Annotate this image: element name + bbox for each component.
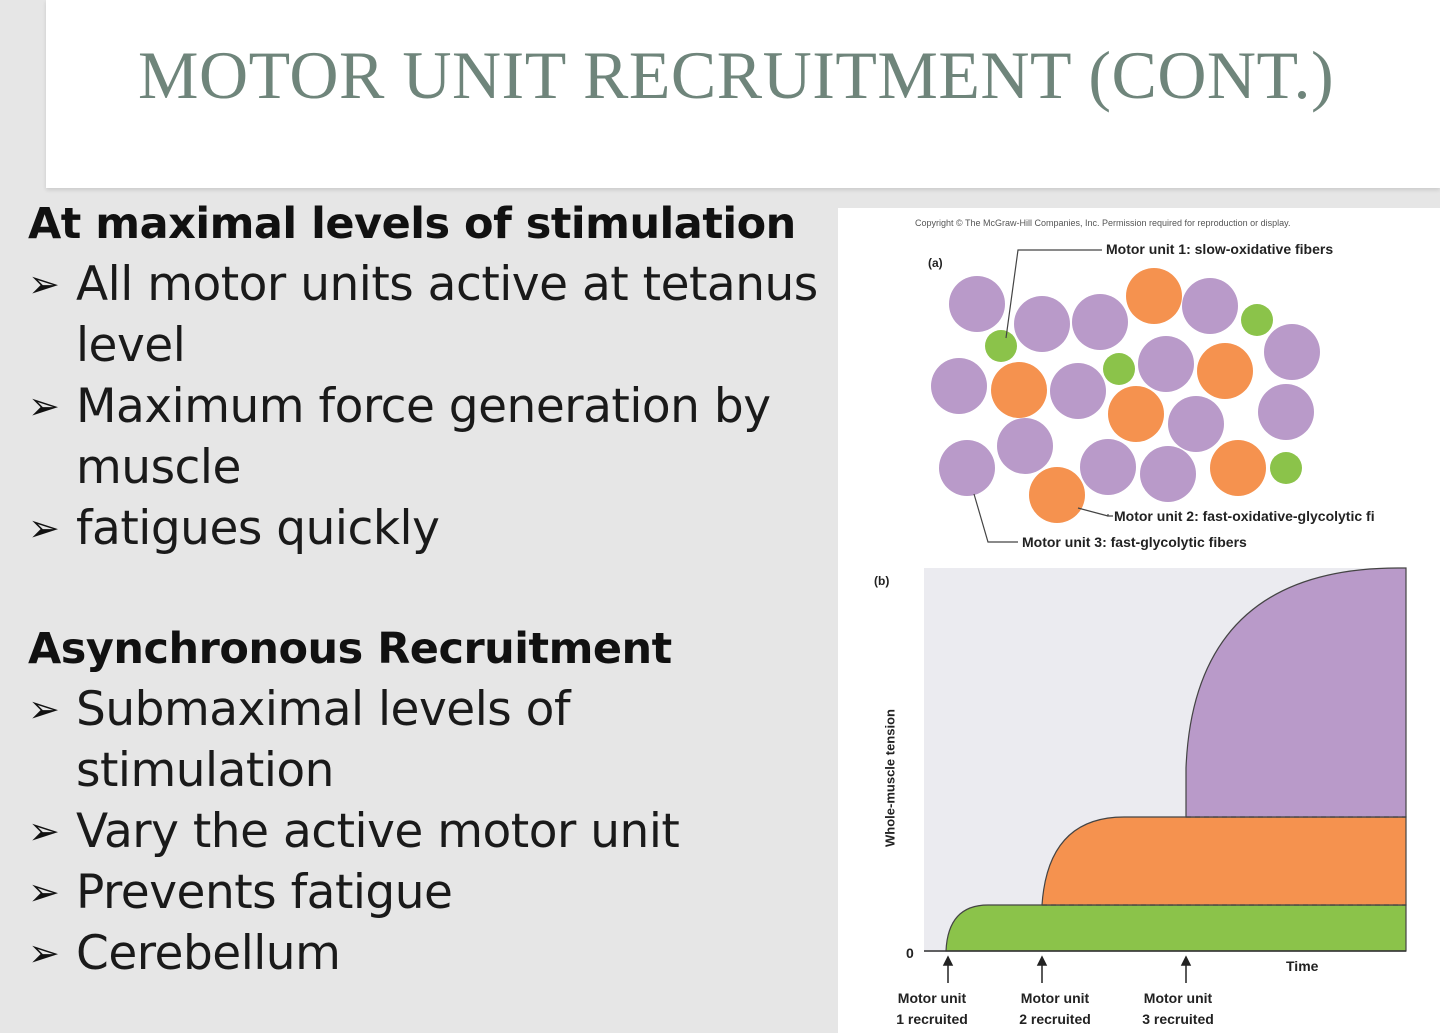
motor-unit-figure: Copyright © The McGraw-Hill Companies, I… (838, 208, 1440, 1033)
unit2-leader-line (1107, 514, 1113, 517)
recruit-label-line: 2 recruited (1019, 1011, 1091, 1027)
unit2-leader-line (1077, 507, 1109, 517)
list-item: ➢ All motor units active at tetanus level (28, 254, 828, 376)
slow-oxidative-fiber (1103, 353, 1135, 385)
fast-glycolytic-fiber (1014, 296, 1070, 352)
recruit-label-line: 1 recruited (896, 1011, 968, 1027)
unit3-arrowhead (1180, 955, 1192, 966)
arrow-bullet-icon: ➢ (28, 870, 60, 914)
bullet-text: fatigues quickly (76, 501, 440, 556)
zero-label: 0 (906, 945, 914, 961)
title-box: MOTOR UNIT RECRUITMENT (CONT.) (46, 0, 1440, 188)
fast-oxidative-glycolytic-fiber (1126, 268, 1182, 324)
arrow-bullet-icon: ➢ (28, 384, 60, 428)
arrow-bullet-icon: ➢ (28, 506, 60, 550)
list-item: ➢ Vary the active motor unit (28, 801, 828, 862)
arrow-bullet-icon: ➢ (28, 931, 60, 975)
unit2-label: Motor unit 2: fast-oxidative-glycolytic … (1114, 508, 1375, 524)
recruit-arrows (942, 955, 1192, 983)
fast-glycolytic-fiber (1258, 384, 1314, 440)
unit2-recruited-label: Motor unit 2 recruited (1000, 988, 1110, 1030)
fiber-cross-section (931, 268, 1320, 523)
recruit-label-line: 3 recruited (1142, 1011, 1214, 1027)
fast-glycolytic-fiber (1050, 363, 1106, 419)
tension-graph (924, 567, 1407, 983)
fast-glycolytic-fiber (931, 358, 987, 414)
unit2-tension-area (1041, 816, 1407, 906)
list-item: ➢ fatigues quickly (28, 498, 828, 559)
bullet-list-asynchronous: ➢ Submaximal levels of stimulation ➢ Vary … (28, 679, 828, 984)
x-axis-label: Time (1286, 958, 1319, 974)
unit1-leader-line (1005, 249, 1102, 339)
slow-oxidative-fiber (985, 330, 1017, 362)
fast-oxidative-glycolytic-fiber (991, 362, 1047, 418)
fast-glycolytic-fiber (949, 276, 1005, 332)
bullet-text: Prevents fatigue (76, 865, 453, 920)
list-item: ➢ Cerebellum (28, 923, 828, 984)
recruit-label-line: Motor unit (1143, 990, 1213, 1006)
arrow-bullet-icon: ➢ (28, 687, 60, 731)
bullet-content: At maximal levels of stimulation ➢ All mo… (28, 194, 828, 984)
slow-oxidative-fiber (1270, 452, 1302, 484)
fast-glycolytic-fiber (1138, 336, 1194, 392)
fast-oxidative-glycolytic-fiber (1210, 440, 1266, 496)
unit3-tension-area (1185, 567, 1407, 818)
fast-glycolytic-fiber (1080, 439, 1136, 495)
list-item: ➢ Prevents fatigue (28, 862, 828, 923)
section-heading-asynchronous: Asynchronous Recruitment (28, 624, 672, 674)
fast-glycolytic-fiber (1182, 278, 1238, 334)
fast-oxidative-glycolytic-fiber (1197, 343, 1253, 399)
bullet-text: Maximum force generation by muscle (76, 379, 771, 495)
bullet-text: All motor units active at tetanus level (76, 257, 818, 373)
fast-glycolytic-fiber (1072, 294, 1128, 350)
unit3-leader-line (973, 493, 1018, 543)
fast-glycolytic-fiber (1140, 446, 1196, 502)
panel-a-label: (a) (928, 256, 943, 270)
section-heading-maximal: At maximal levels of stimulation (28, 199, 796, 249)
unit3-label: Motor unit 3: fast-glycolytic fibers (1022, 534, 1247, 550)
figure-graphics (924, 249, 1407, 983)
recruit-label-line: Motor unit (1020, 990, 1090, 1006)
unit1-tension-area (945, 904, 1407, 952)
y-axis-label: Whole-muscle tension (882, 709, 898, 847)
section-spacer (28, 559, 828, 619)
arrow-bullet-icon: ➢ (28, 262, 60, 306)
unit1-label: Motor unit 1: slow-oxidative fibers (1106, 241, 1334, 257)
unit1-arrowhead (942, 955, 954, 966)
unit1-recruited-label: Motor unit 1 recruited (877, 988, 987, 1030)
fast-oxidative-glycolytic-fiber (1108, 386, 1164, 442)
bullet-text: Cerebellum (76, 926, 341, 981)
fast-glycolytic-fiber (1168, 396, 1224, 452)
bullet-list-maximal: ➢ All motor units active at tetanus level… (28, 254, 828, 559)
fast-glycolytic-fiber (939, 440, 995, 496)
panel-b-label: (b) (874, 574, 890, 588)
slide-title: MOTOR UNIT RECRUITMENT (CONT.) (138, 37, 1335, 113)
list-item: ➢ Maximum force generation by muscle (28, 376, 828, 498)
bullet-text: Vary the active motor unit (76, 804, 680, 859)
list-item: ➢ Submaximal levels of stimulation (28, 679, 828, 801)
copyright-notice: Copyright © The McGraw-Hill Companies, I… (915, 218, 1291, 228)
fast-glycolytic-fiber (997, 418, 1053, 474)
recruit-label-line: Motor unit (897, 990, 967, 1006)
bullet-text: Submaximal levels of stimulation (76, 682, 571, 798)
fast-oxidative-glycolytic-fiber (1029, 467, 1085, 523)
unit3-recruited-label: Motor unit 3 recruited (1123, 988, 1233, 1030)
slow-oxidative-fiber (1241, 304, 1273, 336)
fast-glycolytic-fiber (1264, 324, 1320, 380)
arrow-bullet-icon: ➢ (28, 809, 60, 853)
unit2-arrowhead (1036, 955, 1048, 966)
